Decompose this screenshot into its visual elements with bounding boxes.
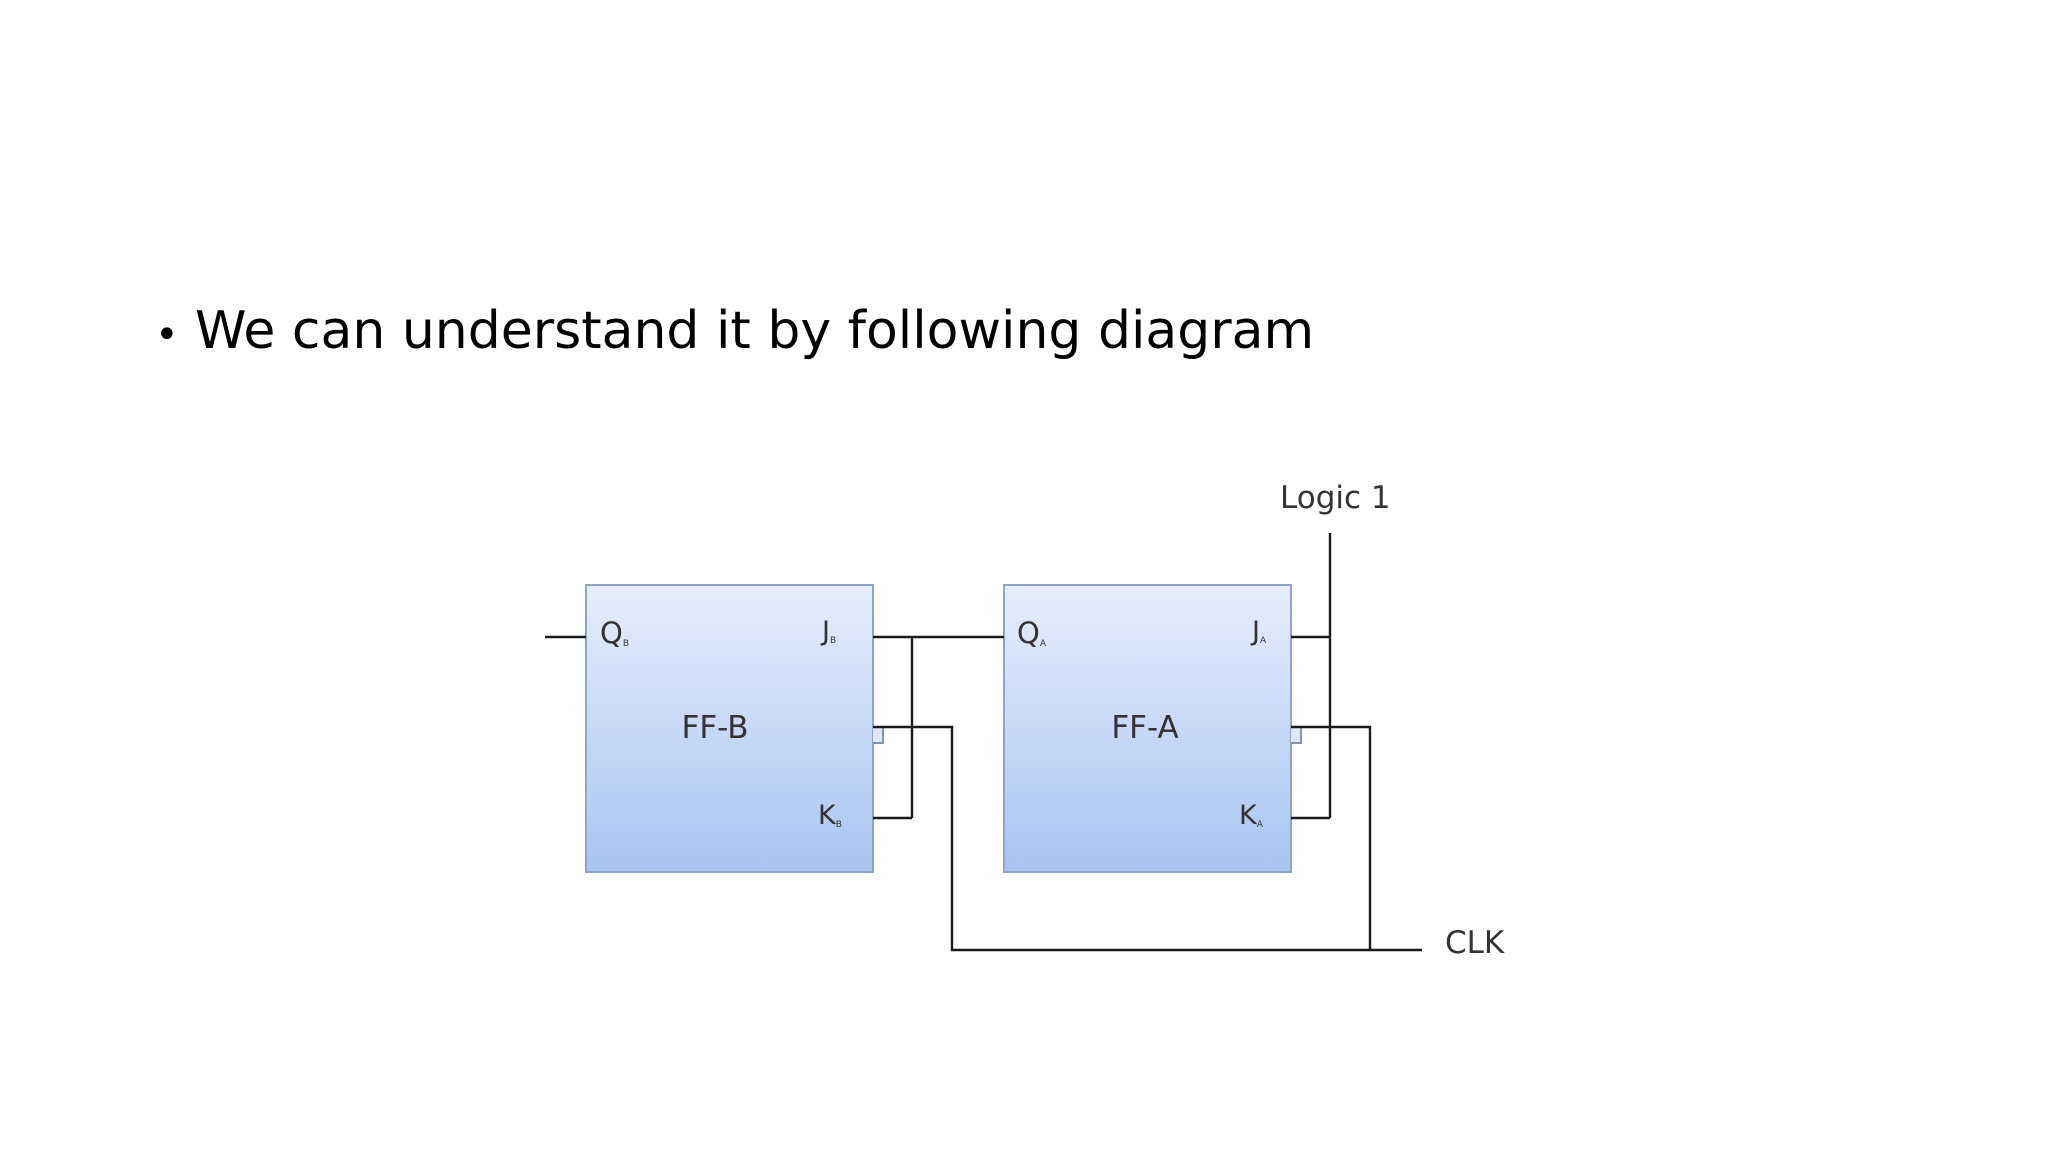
flip-flop-b-box [585, 584, 874, 873]
ff-a-k-pin: KA [1239, 800, 1264, 831]
ff-b-k-pin: KB [818, 800, 842, 831]
ff-a-clock-bubble-icon [1291, 726, 1302, 744]
ff-b-clk-wire [873, 725, 1422, 952]
ff-b-clock-bubble-icon [873, 726, 884, 744]
bullet-icon: • [155, 312, 179, 358]
logic-1-label: Logic 1 [1280, 480, 1391, 516]
ff-a-q-pin: QA [1017, 616, 1047, 650]
ff-a-name: FF-A [1111, 710, 1178, 746]
ff-b-j-pin: JB [820, 616, 836, 647]
ff-a-j-pin: JA [1250, 616, 1267, 647]
ff-a-clk-wire [1291, 725, 1372, 950]
bullet-text: We can understand it by following diagra… [195, 301, 1315, 361]
clk-label: CLK [1445, 925, 1505, 961]
ff-b-name: FF-B [681, 710, 748, 746]
ff-b-q-pin: QB [600, 616, 629, 650]
bullet-point: • We can understand it by following diag… [155, 305, 1314, 357]
